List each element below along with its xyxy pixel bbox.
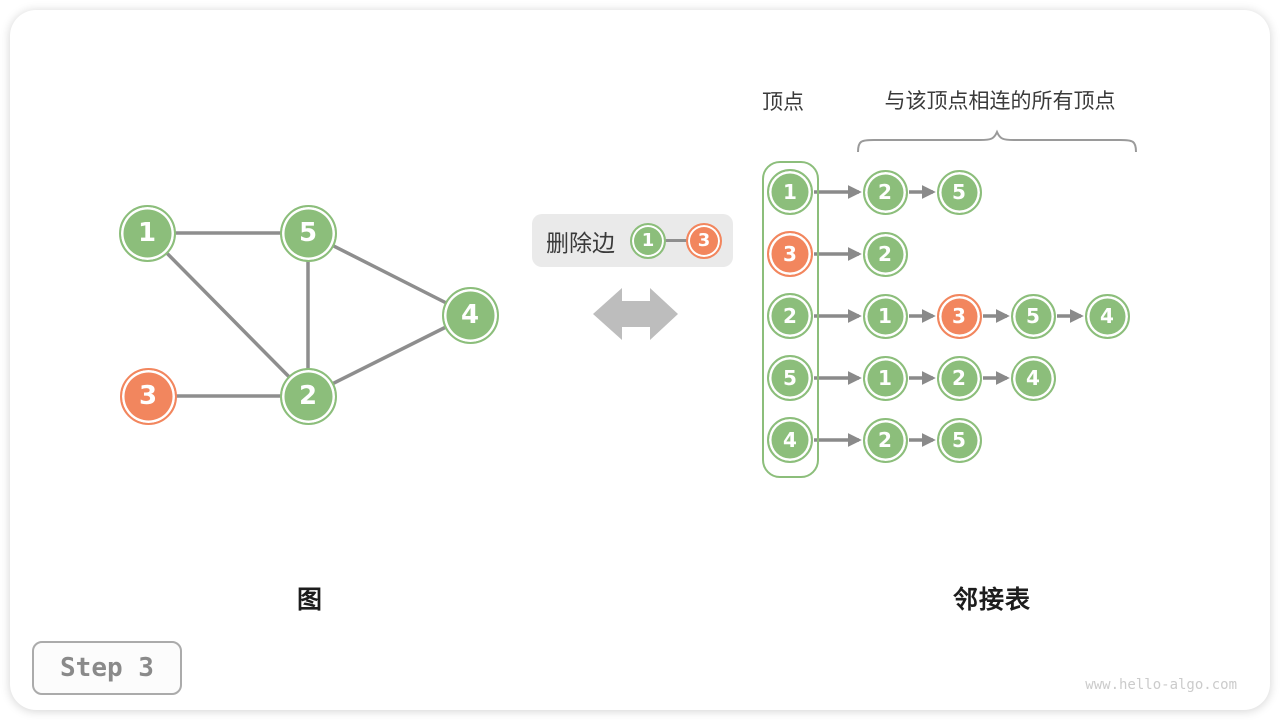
node-vertex-3: 3 bbox=[767, 231, 813, 277]
node-graph-3: 3 bbox=[119, 367, 177, 425]
node-graph-1: 1 bbox=[118, 204, 176, 262]
node-list-4-2: 2 bbox=[862, 417, 908, 463]
graph-section-label: 图 bbox=[296, 585, 324, 614]
adjacency-arrows bbox=[814, 185, 1084, 447]
delete-edge-label: 删除边 bbox=[546, 230, 615, 257]
node-vertex-1: 1 bbox=[767, 169, 813, 215]
node-op-1: 1 bbox=[630, 222, 666, 259]
node-list-3-2: 2 bbox=[862, 231, 908, 277]
node-vertex-4: 4 bbox=[767, 417, 813, 463]
figure-card bbox=[10, 10, 1270, 710]
node-op-3: 3 bbox=[686, 222, 722, 259]
adjacency-header-list: 与该顶点相连的所有顶点 bbox=[884, 89, 1116, 113]
node-list-2-5: 5 bbox=[1010, 293, 1056, 339]
node-list-1-2: 2 bbox=[862, 169, 908, 215]
step-badge: Step 3 bbox=[32, 641, 182, 695]
node-graph-2: 2 bbox=[279, 367, 337, 425]
adjacency-header-vertex: 顶点 bbox=[762, 90, 804, 114]
node-list-5-4: 4 bbox=[1010, 355, 1056, 401]
swap-arrow-icon bbox=[593, 288, 678, 340]
node-vertex-5: 5 bbox=[767, 355, 813, 401]
step-badge-label: Step 3 bbox=[60, 653, 154, 683]
brace bbox=[857, 129, 1137, 153]
watermark: www.hello-algo.com bbox=[1085, 677, 1237, 693]
node-list-2-1: 1 bbox=[862, 293, 908, 339]
node-list-2-4: 4 bbox=[1084, 293, 1130, 339]
node-list-1-5: 5 bbox=[936, 169, 982, 215]
vertex-column-box bbox=[762, 161, 819, 478]
node-list-5-1: 1 bbox=[862, 355, 908, 401]
node-graph-4: 4 bbox=[441, 286, 499, 344]
adjacency-section-label: 邻接表 bbox=[952, 585, 1032, 614]
node-graph-5: 5 bbox=[279, 204, 337, 262]
node-list-4-5: 5 bbox=[936, 417, 982, 463]
node-list-2-3: 3 bbox=[936, 293, 982, 339]
delete-edge-connector bbox=[652, 239, 708, 242]
node-vertex-2: 2 bbox=[767, 293, 813, 339]
node-list-5-2: 2 bbox=[936, 355, 982, 401]
